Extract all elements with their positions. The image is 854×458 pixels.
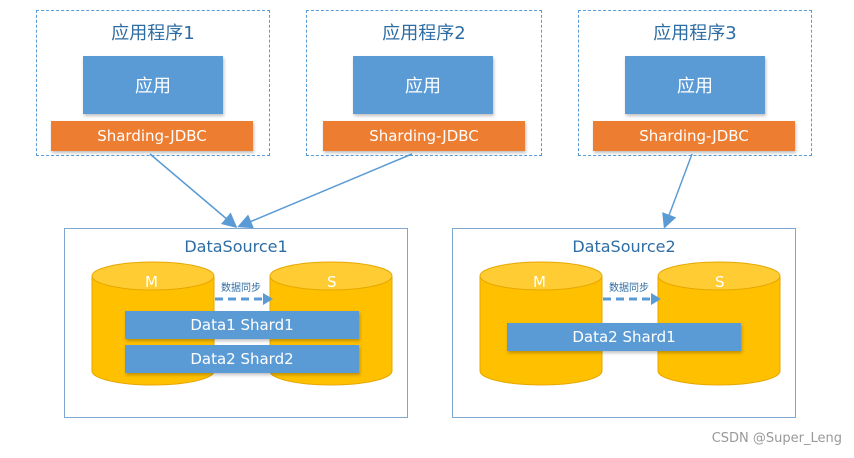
- app-title: 应用程序1: [111, 23, 195, 44]
- app-core-box: 应用: [83, 56, 223, 114]
- sharding-jdbc-box: Sharding-JDBC: [323, 121, 525, 151]
- sharding-jdbc-box: Sharding-JDBC: [593, 121, 795, 151]
- watermark: CSDN @Super_Leng: [711, 431, 842, 446]
- app-group-2: 应用程序2 应用 Sharding-JDBC: [306, 10, 542, 156]
- master-label: M: [533, 273, 546, 291]
- datasource-1: DataSource1 M S 数据同步 Data1 Shard1 Data2 …: [64, 228, 408, 418]
- arrow-app1-to-ds1: [149, 153, 238, 228]
- shard-box: Data2 Shard2: [125, 345, 359, 373]
- app-core-box: 应用: [625, 56, 765, 114]
- slave-label: S: [327, 273, 337, 291]
- sync-label: 数据同步: [221, 283, 261, 294]
- arrow-app3-to-ds2: [662, 153, 693, 229]
- app-group-1: 应用程序1 应用 Sharding-JDBC: [36, 10, 270, 156]
- datasource-title: DataSource2: [572, 237, 676, 256]
- app-core-box: 应用: [353, 56, 493, 114]
- shard-box: Data2 Shard1: [507, 323, 741, 351]
- slave-label: S: [715, 273, 725, 291]
- datasource-2: DataSource2 M S 数据同步 Data2 Shard1: [452, 228, 796, 418]
- shard-box: Data1 Shard1: [125, 311, 359, 339]
- sync-label: 数据同步: [609, 283, 649, 294]
- arrow-app2-to-ds1: [237, 153, 413, 229]
- sharding-jdbc-box: Sharding-JDBC: [51, 121, 253, 151]
- master-label: M: [145, 273, 158, 291]
- app-group-3: 应用程序3 应用 Sharding-JDBC: [578, 10, 812, 156]
- app-title: 应用程序2: [382, 23, 466, 44]
- app-title: 应用程序3: [653, 23, 737, 44]
- datasource-title: DataSource1: [184, 237, 288, 256]
